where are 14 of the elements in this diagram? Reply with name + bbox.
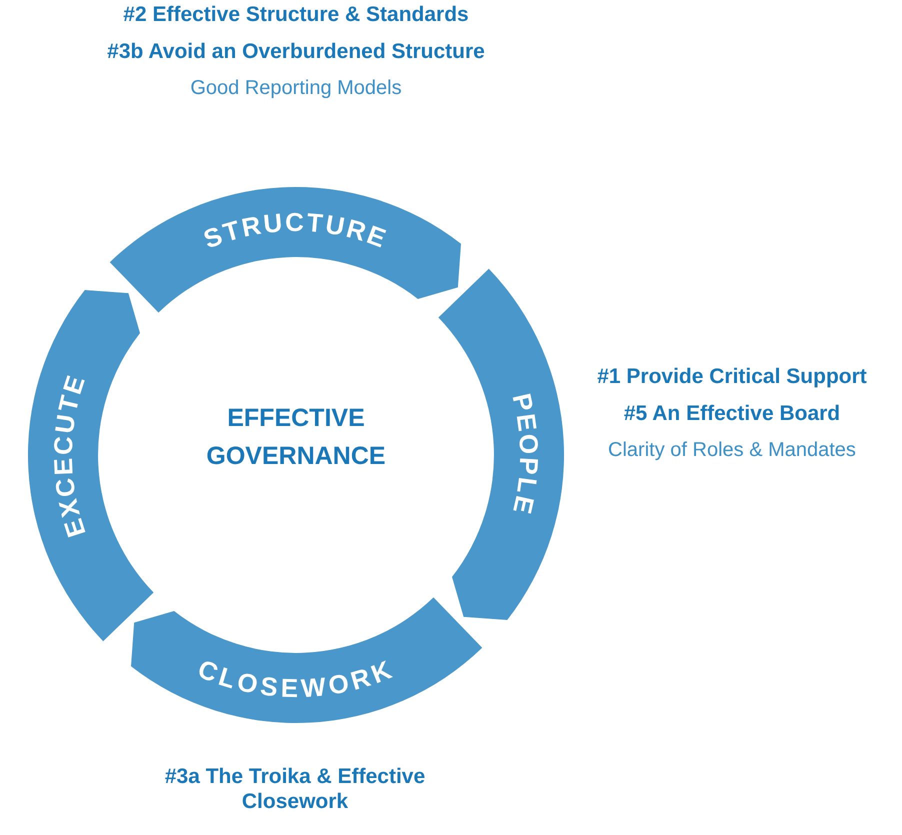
principle-heading: #2 Effective Structure & Standards xyxy=(123,2,469,28)
note-text: Good Reporting Models xyxy=(190,76,402,100)
segment-label: STRUCTURE xyxy=(199,206,393,254)
center-title: EFFECTIVE GOVERNANCE xyxy=(205,403,387,472)
arrow-band-segment xyxy=(110,187,461,313)
principle-heading: #5 An Effective Board xyxy=(624,401,840,426)
principle-heading: #1 Provide Critical Support xyxy=(597,364,867,390)
principle-heading: #3b Avoid an Overburdened Structure xyxy=(107,39,485,64)
principle-heading: #3a The Troika & Effective Closework xyxy=(164,764,426,814)
arrow-band-segment xyxy=(28,290,154,642)
segment-label: CLOSEWORK xyxy=(194,653,398,704)
arrow-band-segment xyxy=(438,268,564,620)
note-text: Clarity of Roles & Mandates xyxy=(608,438,856,462)
arrow-band-segment xyxy=(131,597,482,723)
